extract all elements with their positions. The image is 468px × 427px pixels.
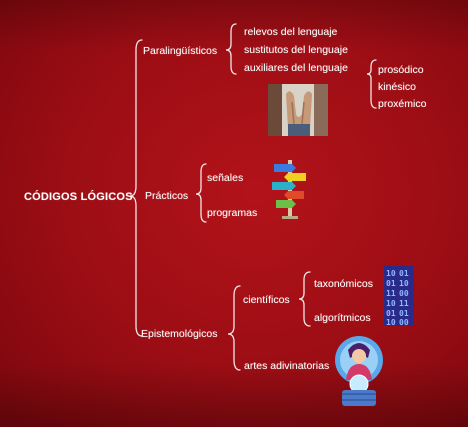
signpost-icon bbox=[272, 160, 306, 219]
taxonomicos-label: taxonómicos bbox=[314, 278, 373, 290]
cientificos-label: científicos bbox=[243, 294, 290, 306]
hands-photo-icon bbox=[268, 84, 328, 136]
epistemologicos-bracket bbox=[227, 285, 241, 371]
algoritmicos-label: algorítmicos bbox=[314, 312, 371, 324]
kinesico-label: kinésico bbox=[378, 81, 416, 93]
svg-text:11: 11 bbox=[386, 289, 396, 298]
svg-text:00: 00 bbox=[399, 318, 409, 326]
artes-adivinatorias-label: artes adivinatorias bbox=[244, 360, 330, 372]
auxiliares-label: auxiliares del lenguaje bbox=[244, 62, 348, 74]
svg-text:01: 01 bbox=[399, 309, 409, 318]
svg-text:11: 11 bbox=[399, 299, 409, 308]
sustitutos-label: sustitutos del lenguaje bbox=[244, 44, 348, 56]
paralinguisticos-label: Paralingüísticos bbox=[143, 45, 218, 57]
prosodico-label: prosódico bbox=[378, 64, 424, 76]
relevos-label: relevos del lenguaje bbox=[244, 26, 338, 38]
svg-text:10: 10 bbox=[386, 269, 396, 278]
cientificos-bracket bbox=[298, 271, 311, 327]
svg-text:01: 01 bbox=[386, 309, 396, 318]
svg-text:10: 10 bbox=[386, 318, 396, 326]
sub-items-bracket bbox=[366, 59, 377, 109]
practicos-label: Prácticos bbox=[145, 190, 189, 202]
svg-text:01: 01 bbox=[399, 269, 409, 278]
svg-text:00: 00 bbox=[399, 289, 409, 298]
fortune-teller-icon bbox=[335, 336, 383, 406]
svg-text:10: 10 bbox=[386, 299, 396, 308]
practicos-bracket bbox=[195, 163, 207, 223]
svg-text:01: 01 bbox=[386, 279, 396, 288]
svg-text:10: 10 bbox=[399, 279, 409, 288]
root-label: CÓDIGOS LÓGICOS bbox=[24, 191, 133, 203]
epistemologicos-label: Epistemológicos bbox=[141, 328, 218, 340]
senales-label: señales bbox=[207, 172, 244, 184]
main-bracket bbox=[129, 39, 143, 337]
proxemico-label: proxémico bbox=[378, 98, 427, 110]
paralinguisticos-bracket bbox=[225, 23, 237, 75]
programas-label: programas bbox=[207, 207, 258, 219]
